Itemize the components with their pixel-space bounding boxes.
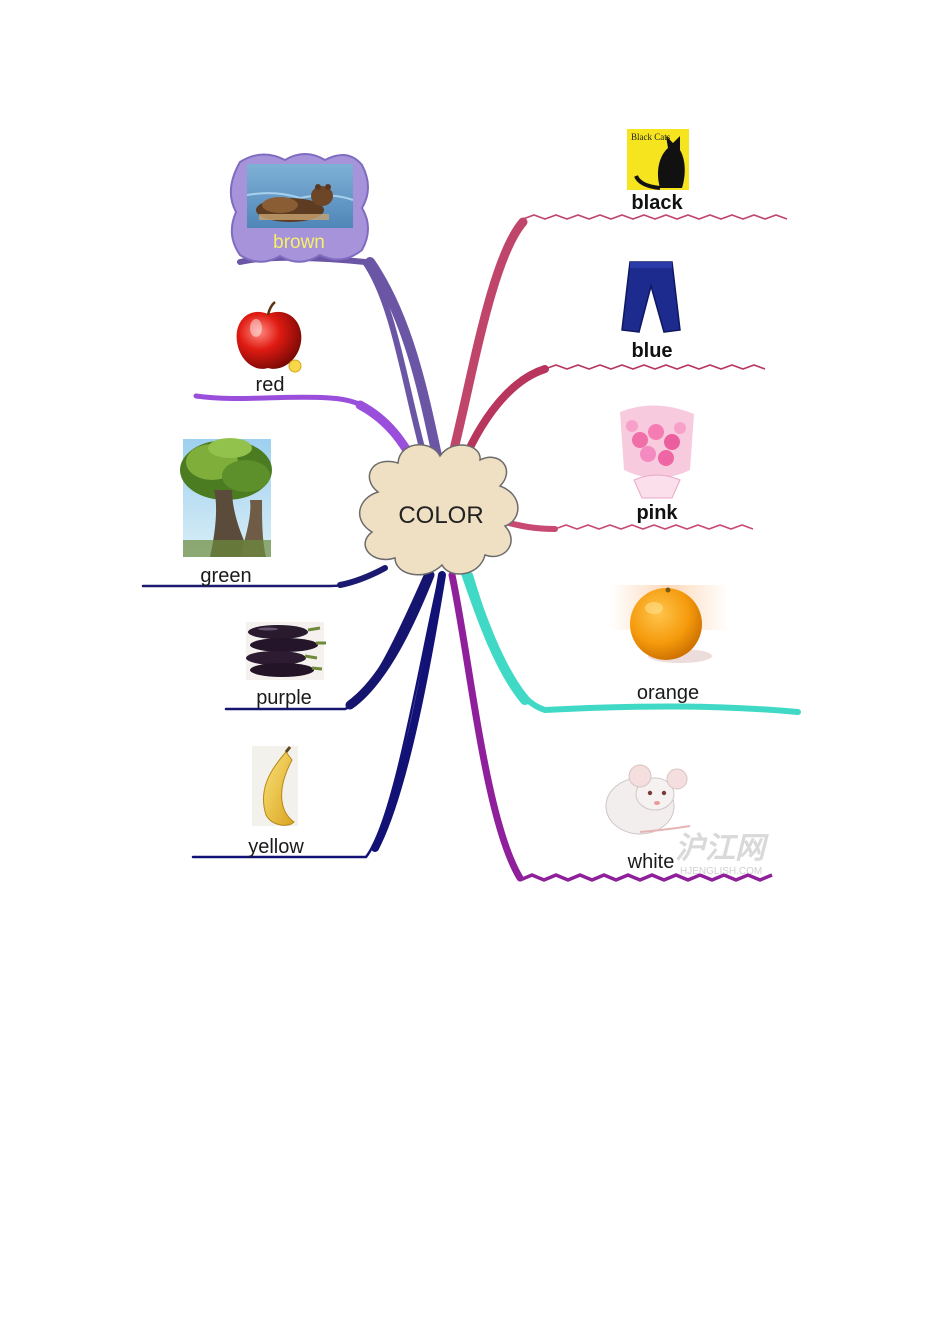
apple-icon [236, 301, 302, 373]
node-brown[interactable]: brown [229, 153, 369, 263]
branch-line-black [445, 217, 528, 470]
node-green-label: green [200, 565, 251, 587]
center-topic[interactable]: COLOR [358, 444, 519, 576]
tree-icon [180, 438, 272, 557]
banana-icon [252, 746, 298, 826]
orange-fruit-icon [610, 585, 728, 663]
watermark-sub: HJENGLISH.COM [680, 866, 762, 877]
node-pink[interactable]: pink [620, 405, 694, 524]
node-red[interactable]: red [236, 301, 302, 396]
branch-lines [141, 214, 801, 882]
node-red-label: red [256, 374, 285, 396]
bear-icon [246, 164, 354, 228]
node-purple-label: purple [256, 687, 312, 709]
watermark-main: 沪江网 [675, 832, 769, 865]
node-pink-label: pink [636, 502, 678, 524]
center-topic-label: COLOR [398, 502, 483, 529]
node-yellow-label: yellow [248, 836, 304, 858]
node-blue[interactable]: blue [621, 261, 681, 362]
node-orange-label: orange [637, 682, 699, 704]
node-white-label: white [627, 851, 675, 873]
branch-line-yellow [191, 573, 442, 859]
node-green[interactable]: green [180, 438, 272, 587]
eggplant-icon [246, 622, 326, 680]
trousers-icon [621, 261, 681, 333]
node-purple[interactable]: purple [246, 622, 326, 709]
black-cat-caption: Black Cats [631, 132, 671, 142]
cloud-shape [358, 444, 519, 576]
node-black[interactable]: Black Cats black [627, 129, 689, 214]
branch-line-pink [502, 519, 558, 532]
node-yellow[interactable]: yellow [248, 746, 304, 858]
node-white[interactable]: 沪江网 HJENGLISH.COM white [605, 764, 769, 877]
node-black-label: black [631, 192, 683, 214]
node-brown-label: brown [273, 232, 325, 253]
black-cat-icon: Black Cats [627, 129, 689, 190]
white-mouse-icon [605, 764, 691, 835]
node-orange[interactable]: orange [610, 585, 728, 704]
node-blue-label: blue [631, 340, 672, 362]
flower-bouquet-icon [620, 405, 694, 499]
branch-line-white [448, 571, 524, 882]
watermark: 沪江网 HJENGLISH.COM [675, 832, 769, 877]
